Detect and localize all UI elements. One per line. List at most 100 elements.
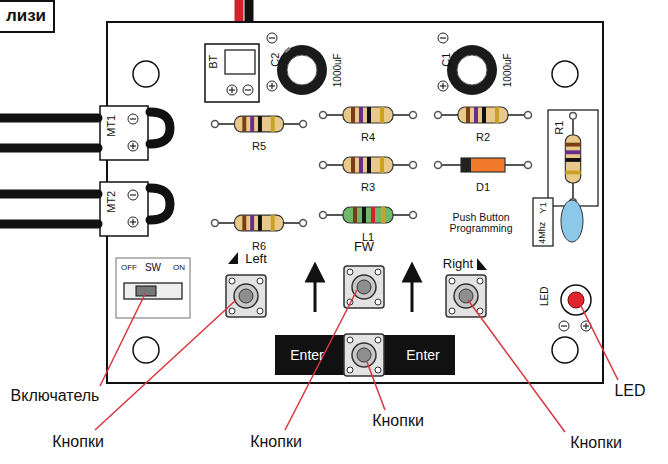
- callout-label: Кнопки: [52, 434, 104, 451]
- motor-wires: [150, 188, 170, 220]
- button-markers: [477, 258, 487, 270]
- mounting-holes: [133, 61, 159, 87]
- motor-connectors: [128, 114, 138, 124]
- part-name: C1: [441, 53, 453, 67]
- leader-lines: [95, 290, 618, 432]
- motor-wires: [0, 190, 98, 199]
- motor-connectors: [100, 106, 148, 236]
- battery-connector: [205, 44, 259, 102]
- button-fw: [344, 266, 384, 308]
- battery-connector: [225, 50, 255, 74]
- crystal-y1: [533, 198, 553, 246]
- heading-fragment: лизи: [6, 7, 46, 25]
- part-name: R6: [252, 241, 266, 253]
- capacitor-c2: [277, 45, 327, 95]
- part-name: MT2: [106, 191, 118, 213]
- part-name: R4: [361, 132, 375, 144]
- led: [559, 285, 591, 331]
- part-name: C2: [270, 53, 282, 67]
- part-name: Y1: [538, 202, 548, 214]
- callout-label: Кнопки: [250, 434, 302, 451]
- switch-state: ON: [173, 264, 185, 272]
- forward-arrows: [315, 272, 412, 312]
- motor-wires: [0, 112, 170, 224]
- mounting-holes: [552, 61, 578, 87]
- leader-lines: [580, 304, 618, 380]
- button-name: Right: [443, 257, 473, 271]
- switch-state: OFF: [121, 264, 137, 272]
- button-name: Left: [245, 252, 267, 266]
- button-name: FW: [354, 240, 374, 254]
- capacitor-c2: [267, 81, 277, 91]
- motor-connectors: [100, 182, 148, 236]
- button-name: Enter: [406, 348, 439, 363]
- note: Push Button Programming: [425, 212, 537, 234]
- battery-connector: [227, 85, 237, 95]
- mounting-holes: [133, 61, 578, 363]
- power-switch: [116, 258, 190, 318]
- capacitor-c2: [267, 33, 327, 95]
- forward-arrows: [314, 272, 317, 312]
- part-name: R5: [252, 141, 266, 153]
- capacitor-c2: [267, 33, 277, 43]
- resistor-r2: [435, 107, 532, 123]
- part-name: R3: [361, 182, 375, 194]
- callout-label: Кнопки: [372, 413, 424, 430]
- crystal-y1: [533, 198, 583, 246]
- motor-connectors: [100, 106, 148, 160]
- motor-connectors: [128, 141, 138, 151]
- forward-arrows: [411, 272, 414, 312]
- capacitor-c2: [287, 55, 317, 85]
- crystal-value: 4Mhz: [538, 222, 547, 244]
- capacitor-value: 1000uF: [333, 53, 344, 87]
- capacitor-c1: [447, 45, 497, 95]
- part-name: R2: [476, 132, 490, 144]
- capacitor-c1: [457, 55, 487, 85]
- part-name: BT: [208, 55, 220, 69]
- leader-lines: [367, 362, 385, 410]
- button-name: Enter: [290, 348, 323, 363]
- part-name: D1: [476, 182, 490, 194]
- diode-d1: [435, 158, 532, 172]
- led: [561, 285, 591, 315]
- part-name: R1: [554, 121, 566, 135]
- motor-wires: [150, 112, 170, 144]
- callout-label: Кнопки: [570, 435, 622, 452]
- power-switch: [124, 283, 182, 299]
- button-enter: [344, 334, 384, 376]
- part-name: SW: [145, 263, 161, 274]
- led: [559, 321, 569, 331]
- capacitor-value: 1000uF: [503, 53, 514, 87]
- capacitor-c2: [285, 48, 290, 52]
- mounting-holes: [133, 337, 159, 363]
- callout-label: Включатель: [11, 388, 100, 405]
- resistor-r1: [565, 112, 580, 205]
- crystal-y1: [561, 200, 583, 242]
- part-name: LED: [541, 286, 552, 305]
- motor-wires: [0, 144, 98, 153]
- leader-lines: [285, 290, 357, 430]
- title-tab: [0, 1, 54, 32]
- leader-lines: [100, 294, 145, 386]
- capacitor-c1: [438, 33, 497, 95]
- motor-wires: [0, 220, 98, 229]
- battery-connector: [205, 44, 259, 102]
- power-switch: [136, 286, 156, 296]
- inductor-l1: [320, 207, 417, 223]
- motor-connectors: [128, 190, 138, 200]
- resistor-r6: [211, 215, 306, 231]
- mounting-holes: [552, 337, 578, 363]
- capacitor-c1: [438, 33, 448, 43]
- part-name: MT1: [106, 115, 118, 137]
- capacitor-c1: [438, 81, 448, 91]
- leader-lines: [95, 300, 236, 430]
- callout-label: LED: [614, 383, 645, 400]
- enter-band: [275, 335, 455, 375]
- battery-connector: [243, 85, 253, 95]
- motor-connectors: [128, 217, 138, 227]
- resistor-r5: [211, 116, 306, 132]
- button-right: [446, 275, 486, 317]
- resistor-r3: [320, 157, 417, 173]
